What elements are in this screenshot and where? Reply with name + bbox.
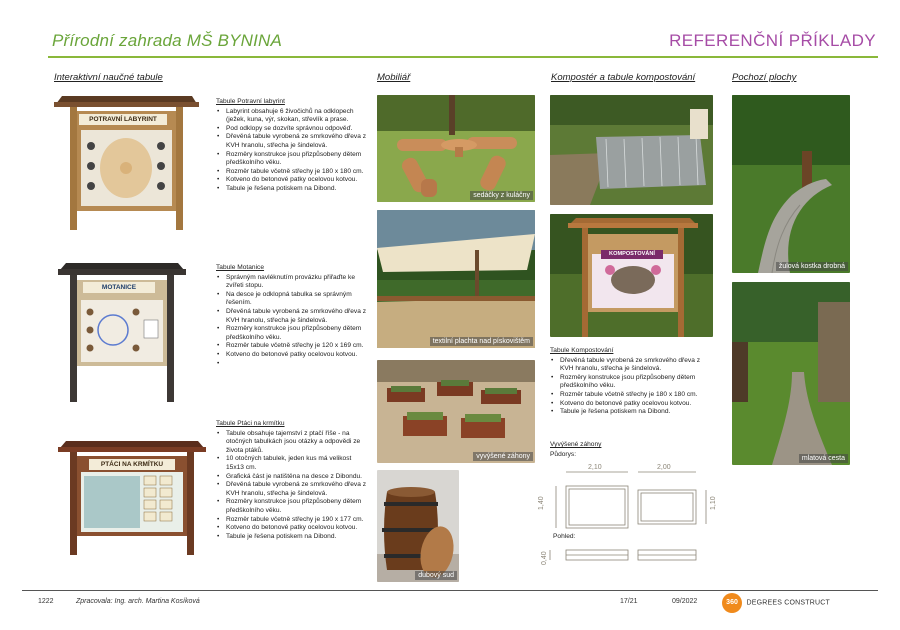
list-item: Labyrint obsahuje 6 živočichů na odklope… xyxy=(216,108,371,125)
list-item: Kotveno do betonové patky ocelovou kotvo… xyxy=(216,524,371,533)
list-item: Tabule je řešena potiskem na Dibond. xyxy=(550,408,715,417)
board-sign-labyrint: POTRAVNÍ LABYRINT xyxy=(79,114,167,125)
footer-date: 09/2022 xyxy=(672,598,698,605)
beds-dim-label: 2,10 xyxy=(588,464,602,471)
board-photo-ptaci xyxy=(58,440,206,555)
footer-code: 1222 xyxy=(38,598,54,605)
page-title: Přírodní zahrada MŠ BYNINA xyxy=(52,31,283,50)
list-item: 10 otočných tabulek, jeden kus má veliko… xyxy=(216,455,371,472)
beds-elevation-label: Pohled: xyxy=(553,533,576,540)
board-title: Tabule Kompostování xyxy=(550,347,614,354)
list-item: Dřevěná tabule vyrobená ze smrkového dře… xyxy=(550,357,715,374)
photo-caption: vyvýšené záhony xyxy=(473,452,533,461)
list-item: Dřevěná tabule vyrobená ze smrkového dře… xyxy=(216,133,371,150)
board-sign-motanice: MOTANICE xyxy=(83,282,155,293)
list-item: Rozměry konstrukce jsou přizpůsobeny dět… xyxy=(216,498,371,515)
board-description-labyrint: Tabule Potravní labyrint Labyrint obsahu… xyxy=(216,98,371,194)
list-item: Kotveno do betonové patky ocelovou kotvo… xyxy=(216,351,371,360)
board-sign-ptaci: PTÁCI NA KRMÍTKU xyxy=(89,459,175,470)
board-sign-compost: KOMPOSTOVÁNÍ xyxy=(601,250,663,259)
logo-badge: 360 xyxy=(722,593,743,613)
beds-title: Vyvýšené záhony xyxy=(550,441,602,448)
photo-caption: sedáčky z kuláčny xyxy=(470,191,533,200)
board-title: Tabule Ptáci na krmítku xyxy=(216,420,285,427)
footer-author: Zpracovala: Ing. arch. Martina Kosíková xyxy=(76,598,200,605)
list-item: Rozměry konstrukce jsou přizpůsobeny dět… xyxy=(550,374,715,391)
list-item: Grafická část je natištěna na desce z Di… xyxy=(216,473,371,482)
list-item: Tabule je řešena potiskem na Dibond. xyxy=(216,185,371,194)
beds-plan-label: Půdorys: xyxy=(550,450,577,458)
list-item: Rozměr tabule včetně střechy je 120 x 16… xyxy=(216,342,371,351)
photo-caption: dubový sud xyxy=(415,571,457,580)
list-item: Správným navléknutím provázku přiřaďte k… xyxy=(216,274,371,291)
company-logo: 360 DEGREES CONSTRUCT xyxy=(722,593,830,613)
board-description-ptaci: Tabule Ptáci na krmítku Tabule obsahuje … xyxy=(216,420,371,541)
photo-log-seats: sedáčky z kuláčny xyxy=(377,95,535,202)
photo-gravel-path: mlatová cesta xyxy=(732,282,850,465)
beds-dim-label: 2,00 xyxy=(657,464,671,471)
photo-caption: textilní plachta nad pískovištěm xyxy=(429,337,533,346)
raised-beds-drawing xyxy=(549,471,707,561)
list-item: Tabule je řešena potiskem na Dibond. xyxy=(216,533,371,542)
photo-caption: mlatová cesta xyxy=(798,454,848,463)
list-item: Dřevěná tabule vyrobená ze smrkového dře… xyxy=(216,308,371,325)
section-heading-paths: Pochozí plochy xyxy=(732,72,797,83)
board-description-motanice: Tabule Motanice Správným navléknutím pro… xyxy=(216,264,371,368)
list-item: Rozměry konstrukce jsou přizpůsobeny dět… xyxy=(216,151,371,168)
company-name: DEGREES CONSTRUCT xyxy=(746,599,830,607)
beds-dim-label: 1,10 xyxy=(710,496,717,510)
list-item: Kotveno do betonové patky ocelovou kotvo… xyxy=(550,400,715,409)
list-item: Tabule obsahuje tajemství z ptačí říše -… xyxy=(216,430,371,456)
photo-oak-barrel: dubový sud xyxy=(377,470,459,582)
footer-page: 17/21 xyxy=(620,598,638,605)
board-title: Tabule Potravní labyrint xyxy=(216,98,285,105)
photo-raised-beds: vyvýšené záhony xyxy=(377,360,535,463)
photo-sand-shade: textilní plachta nad pískovištěm xyxy=(377,210,535,348)
section-heading-furniture: Mobiliář xyxy=(377,72,411,83)
beds-dim-label: 0,40 xyxy=(541,551,548,565)
footer-divider xyxy=(22,590,878,591)
list-item: Rozměr tabule včetně střechy je 180 x 18… xyxy=(216,168,371,177)
section-heading-compost: Kompostér a tabule kompostování xyxy=(551,72,696,83)
photo-compost-board xyxy=(550,214,713,337)
list-item: Dřevěná tabule vyrobená ze smrkového dře… xyxy=(216,481,371,498)
header-divider xyxy=(48,56,878,58)
photo-granite-path: žulová kostka drobná xyxy=(732,95,850,273)
list-item: Rozměr tabule včetně střechy je 180 x 18… xyxy=(550,391,715,400)
section-heading-tables: Interaktivní naučné tabule xyxy=(54,72,163,83)
list-item: Pod odklopy se dozvíte správnou odpověď. xyxy=(216,125,371,134)
board-title: Tabule Motanice xyxy=(216,264,265,271)
photo-caption: žulová kostka drobná xyxy=(775,262,848,271)
board-description-compost: Tabule Kompostování Dřevěná tabule vyrob… xyxy=(550,347,715,417)
beds-dim-label: 1,40 xyxy=(538,496,545,510)
list-item: Kotveno do betonové patky ocelovou kotvo… xyxy=(216,176,371,185)
list-item: Rozměr tabule včetně střechy je 190 x 17… xyxy=(216,516,371,525)
photo-composter xyxy=(550,95,713,205)
page-subtitle: REFERENČNÍ PŘÍKLADY xyxy=(669,31,876,50)
list-item: Rozměry konstrukce jsou přizpůsobeny dět… xyxy=(216,325,371,342)
list-item: Na desce je odklopná tabulka se správným… xyxy=(216,291,371,308)
beds-heading: Vyvýšené záhony Půdorys: xyxy=(550,441,670,459)
